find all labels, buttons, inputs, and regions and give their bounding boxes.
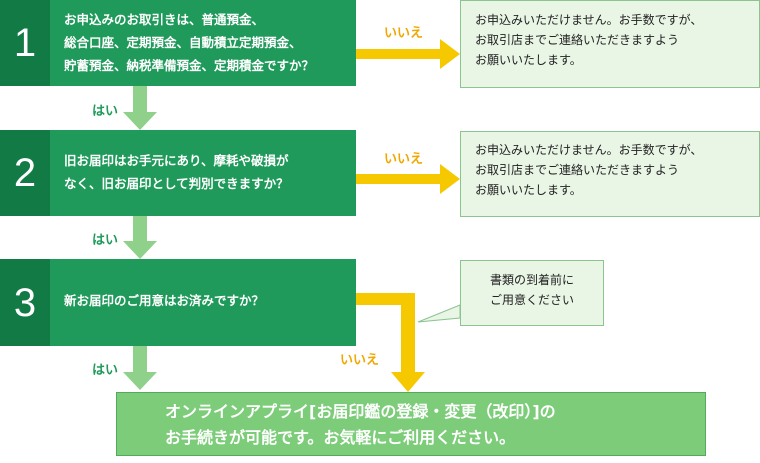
step-3-number-box: 3 [0, 259, 50, 346]
down-arrow-2-3 [123, 216, 157, 259]
down-arrows [123, 86, 157, 390]
step-3: 3 新お届印のご用意はお済みですか？ [0, 259, 356, 346]
callout-pointer [417, 304, 461, 323]
step-3-question: 新お届印のご用意はお済みですか？ [64, 293, 265, 308]
step-1-question: お申込みのお取引きは、普通預金、 総合口座、定期預金、自動積立定期預金、 貯蓄預… [64, 12, 315, 73]
yes-label-3: はい [92, 363, 119, 378]
step-1-number: 1 [13, 21, 37, 65]
final-result-box: オンラインアプライ[お届印鑑の登録・変更（改印）]の お手続きが可能です。お気軽… [116, 392, 706, 456]
message-box-1: お申込みいただけません。お手数ですが、 お取引店までご連絡いただきますよう お願… [460, 0, 760, 88]
step-2-number-box: 2 [0, 130, 50, 216]
step-2: 2 旧お届印はお手元にあり、摩耗や破損が なく、旧お届印として判別できますか？ [0, 130, 356, 216]
no-arrows [353, 39, 460, 392]
message-box-2: お申込みいただけません。お手数ですが、 お取引店までご連絡いただきますよう お願… [460, 131, 760, 217]
no-label-1: いいえ [384, 26, 424, 41]
down-arrow-3-final [123, 346, 157, 390]
yes-label-1: はい [92, 104, 119, 119]
no-arrow-1 [356, 39, 460, 69]
step-1-number-box: 1 [0, 0, 50, 86]
down-arrow-1-2 [123, 86, 157, 130]
step-2-number: 2 [13, 151, 37, 195]
step-1: 1 お申込みのお取引きは、普通預金、 総合口座、定期預金、自動積立定期預金、 貯… [0, 0, 356, 86]
step-3-number: 3 [13, 280, 37, 325]
no-arrow-2 [356, 164, 460, 194]
no-label-2: いいえ [384, 152, 424, 167]
step-2-question: 旧お届印はお手元にあり、摩耗や破損が なく、旧お届印として判別できますか？ [64, 153, 289, 191]
yes-label-2: はい [92, 233, 119, 248]
message-box-3: 書類の到着前に ご用意ください [460, 260, 604, 326]
no-label-3: いいえ [340, 353, 380, 368]
no-arrow-3 [353, 293, 425, 392]
